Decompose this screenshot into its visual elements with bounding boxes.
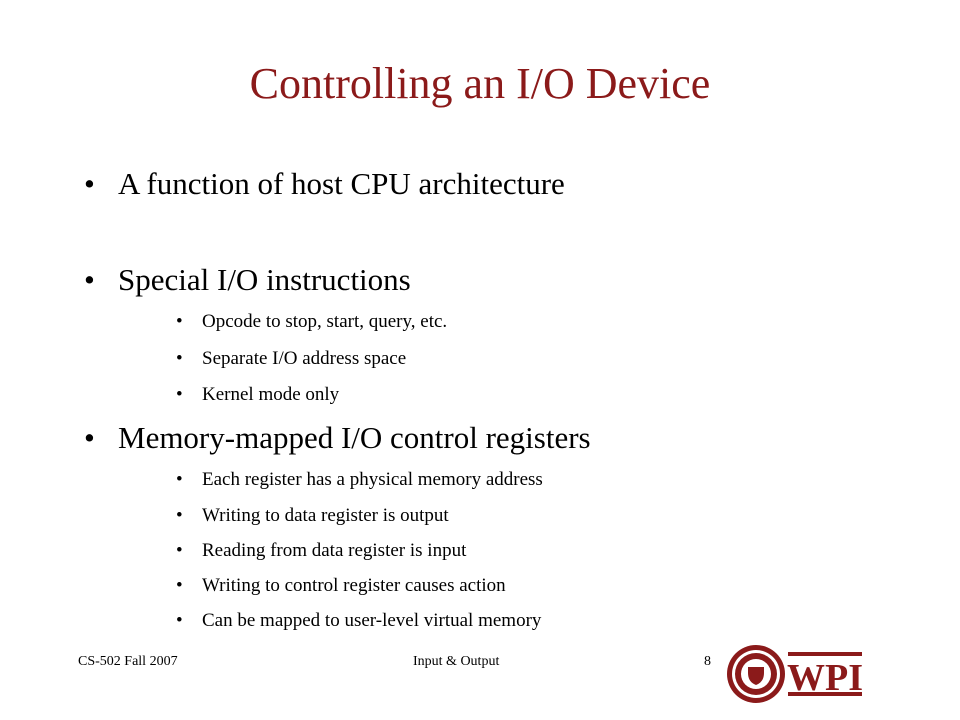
sub-bullet-text: Reading from data register is input — [202, 540, 467, 561]
sub-bullet-text: Each register has a physical memory addr… — [202, 469, 543, 490]
footer-page-number: 8 — [704, 654, 711, 669]
slide-title: Controlling an I/O Device — [249, 59, 711, 108]
sub-bullet: •Writing to control register causes acti… — [176, 575, 506, 596]
sub-bullet: •Can be mapped to user-level virtual mem… — [176, 610, 542, 631]
bullet-1: •A function of host CPU architecture — [84, 166, 565, 201]
sub-bullet: •Reading from data register is input — [176, 540, 467, 561]
footer-course: CS-502 Fall 2007 — [78, 654, 178, 669]
sub-bullet: •Each register has a physical memory add… — [176, 469, 543, 490]
bullet-3: •Memory-mapped I/O control registers — [84, 420, 591, 455]
sub-bullet: •Separate I/O address space — [176, 348, 407, 369]
bullet-text: Special I/O instructions — [118, 262, 411, 297]
sub-bullet: •Opcode to stop, start, query, etc. — [176, 311, 448, 332]
sub-bullet-text: Opcode to stop, start, query, etc. — [202, 311, 448, 332]
bullet-text: A function of host CPU architecture — [118, 166, 565, 201]
sub-bullet: •Writing to data register is output — [176, 505, 449, 526]
bullet-text: Memory-mapped I/O control registers — [118, 420, 591, 455]
footer-topic: Input & Output — [413, 654, 500, 669]
bullet-2: •Special I/O instructions — [84, 262, 411, 297]
sub-bullet-text: Separate I/O address space — [202, 348, 407, 369]
sub-bullet-text: Writing to control register causes actio… — [202, 575, 506, 596]
sub-bullet-text: Writing to data register is output — [202, 505, 449, 526]
sub-bullet-text: Kernel mode only — [202, 384, 340, 405]
sub-bullet: •Kernel mode only — [176, 384, 340, 405]
wpi-logo-text: WPI — [787, 657, 863, 699]
sub-bullet-text: Can be mapped to user-level virtual memo… — [202, 610, 542, 631]
wpi-seal-icon: WPI — [727, 645, 863, 703]
wpi-logo: WPI — [726, 642, 866, 706]
